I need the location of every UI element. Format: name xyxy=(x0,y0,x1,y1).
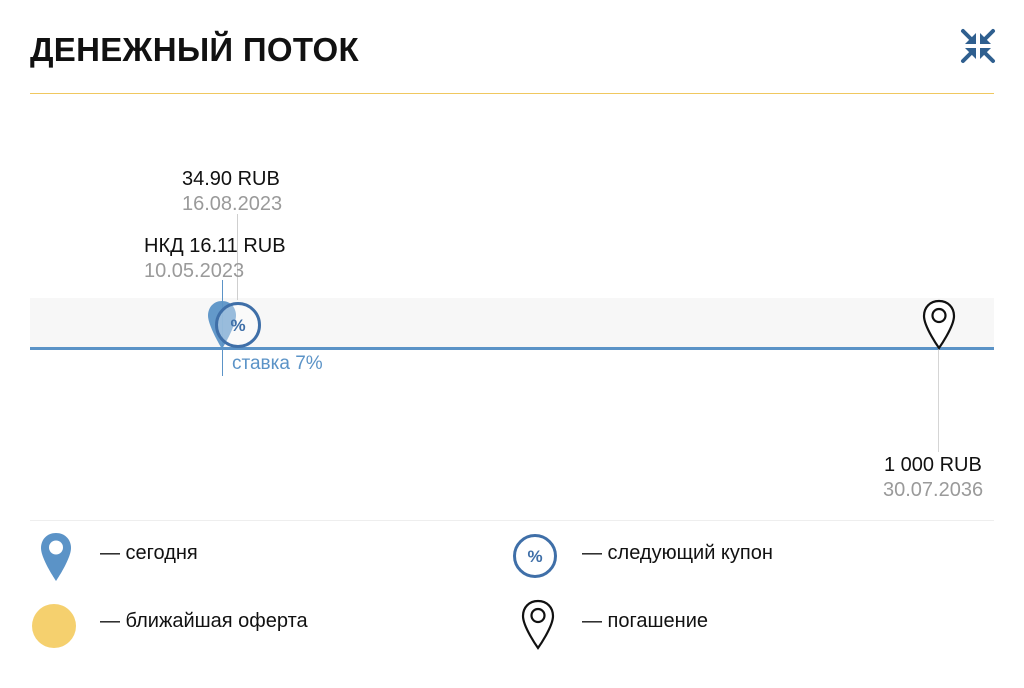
timeline-axis xyxy=(30,347,994,350)
maturity-connector xyxy=(938,340,939,452)
location-pin-filled-icon xyxy=(41,533,71,581)
coupon-rate: ставка 7% xyxy=(232,353,323,374)
next-coupon-amount: 34.90 RUB xyxy=(182,168,280,190)
legend-offer-label: — ближайшая оферта xyxy=(100,610,308,632)
next-coupon-marker[interactable]: % xyxy=(214,301,262,349)
percent-circle-icon: % xyxy=(215,302,261,348)
legend-offer-icon xyxy=(31,603,77,649)
location-pin-outline-icon xyxy=(922,299,956,350)
today-date: 10.05.2023 xyxy=(144,260,245,282)
timeline-band xyxy=(30,298,994,350)
maturity-amount: 1 000 RUB xyxy=(884,454,982,476)
compress-arrows-icon xyxy=(961,29,995,63)
next-coupon-connector xyxy=(237,214,238,300)
yellow-circle-icon xyxy=(32,604,76,648)
next-coupon-date: 16.08.2023 xyxy=(182,193,283,215)
maturity-date: 30.07.2036 xyxy=(883,479,984,501)
legend-divider xyxy=(30,520,994,521)
location-pin-filled-icon xyxy=(208,301,236,349)
percent-circle-icon: % xyxy=(513,534,557,578)
svg-text:%: % xyxy=(230,316,245,335)
legend-today-label: — сегодня xyxy=(100,542,198,564)
maturity-marker[interactable] xyxy=(921,299,957,351)
svg-text:%: % xyxy=(527,547,542,566)
legend-coupon-icon: % xyxy=(512,533,558,579)
accrued-interest: НКД 16.11 RUB xyxy=(144,235,286,257)
legend-maturity-icon xyxy=(520,599,556,651)
collapse-button[interactable] xyxy=(958,26,998,66)
page-title: ДЕНЕЖНЫЙ ПОТОК xyxy=(30,31,359,68)
today-marker[interactable] xyxy=(206,300,238,350)
legend-coupon-label: — следующий купон xyxy=(582,542,773,564)
location-pin-outline-icon xyxy=(521,599,555,650)
legend-today-icon xyxy=(38,531,74,583)
header-divider xyxy=(30,93,994,94)
legend-maturity-label: — погашение xyxy=(582,610,708,632)
